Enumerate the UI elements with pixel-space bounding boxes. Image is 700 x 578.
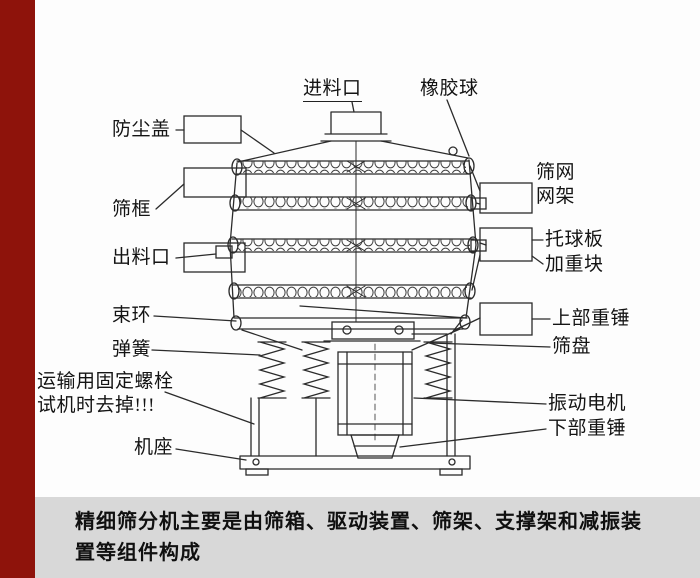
label-vibration-motor: 振动电机 xyxy=(548,393,627,414)
label-screen-mesh: 筛网 xyxy=(536,162,576,183)
label-transport-bolt-note-1: 运输用固定螺栓 xyxy=(37,371,174,392)
label-mesh-frame: 网架 xyxy=(536,186,576,207)
label-rubber-ball: 橡胶球 xyxy=(420,78,479,99)
label-upper-weight: 上部重锤 xyxy=(552,308,631,329)
label-transport-bolt-note-2: 试机时去掉!!! xyxy=(37,395,155,416)
machine-line-art xyxy=(151,99,551,476)
label-lower-weight: 下部重锤 xyxy=(548,418,627,439)
label-feed-inlet: 进料口 xyxy=(303,78,362,102)
caption-text: 精细筛分机主要是由筛箱、驱动装置、筛架、支撑架和减振装置等组件构成 xyxy=(75,511,642,564)
label-discharge-port: 出料口 xyxy=(112,247,171,268)
left-accent-bar xyxy=(0,0,35,578)
label-ball-tray: 托球板 xyxy=(545,229,604,250)
label-sieve-frame: 筛框 xyxy=(112,199,152,220)
label-weight-block: 加重块 xyxy=(545,254,604,275)
label-dust-cover: 防尘盖 xyxy=(112,119,171,140)
label-clamp-ring: 束环 xyxy=(112,305,152,326)
caption-bar: 精细筛分机主要是由筛箱、驱动装置、筛架、支撑架和减振装置等组件构成 xyxy=(0,497,700,578)
label-sieve-pan: 筛盘 xyxy=(552,336,592,357)
label-spring: 弹簧 xyxy=(112,339,152,360)
label-machine-base: 机座 xyxy=(134,437,174,458)
